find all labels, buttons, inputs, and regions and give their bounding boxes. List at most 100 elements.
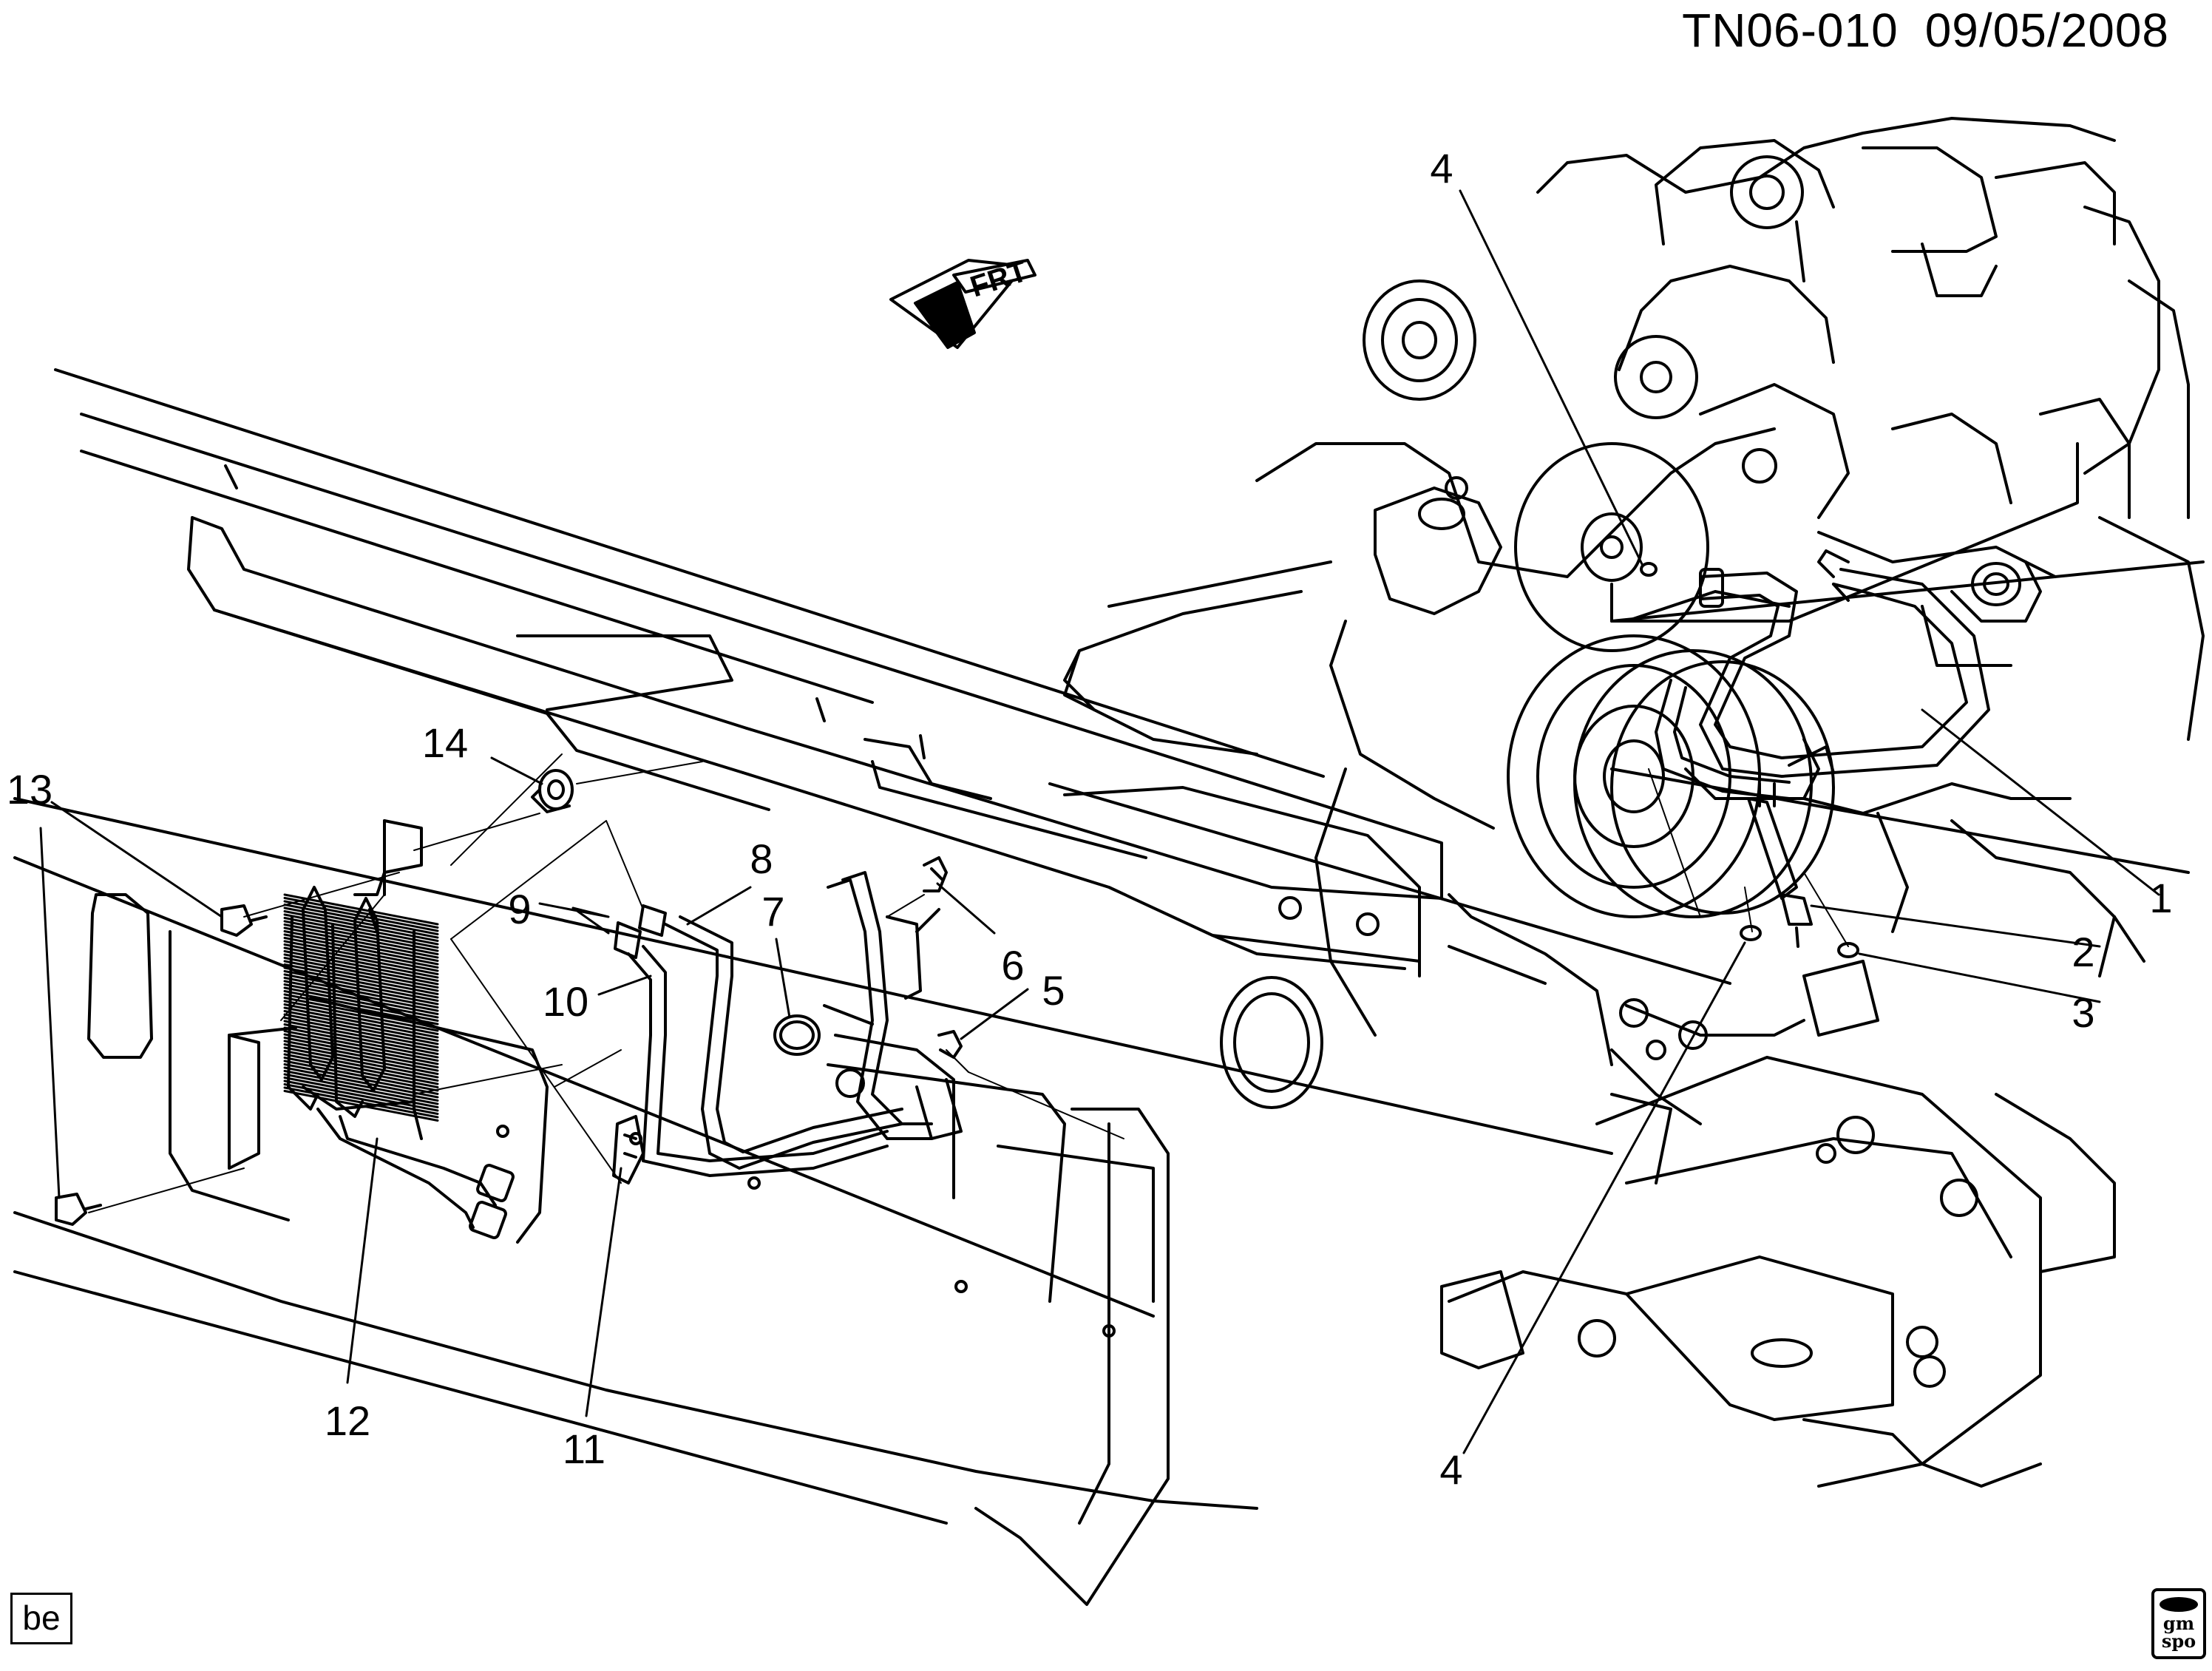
leader-13-lower xyxy=(39,827,61,1199)
cooler-fin xyxy=(283,897,439,929)
cooler-fin xyxy=(283,1020,439,1052)
callout-12: 12 xyxy=(324,1397,371,1444)
callout-13: 13 xyxy=(6,766,53,813)
leader-1 xyxy=(1921,708,2160,896)
boundary-line xyxy=(1107,560,1332,608)
cooler-fin xyxy=(283,904,439,935)
cooler-fin xyxy=(283,920,439,952)
leader-4-upper xyxy=(1459,189,1644,567)
callout-2: 2 xyxy=(2072,929,2095,975)
gm-spo-logo: gm spo xyxy=(2151,1588,2206,1659)
cooler-fin xyxy=(283,1030,439,1062)
leader-11 xyxy=(585,1167,622,1417)
leader-13-upper xyxy=(50,801,223,918)
callout-8: 8 xyxy=(750,836,773,882)
callout-5: 5 xyxy=(1042,967,1065,1014)
seal-part-4-lower xyxy=(1740,925,1762,941)
cooler-fin xyxy=(283,973,439,1006)
thermostat-housing xyxy=(1374,476,1502,615)
cooler-fin xyxy=(283,997,439,1028)
cooler-fin xyxy=(283,966,439,999)
cooler-fin xyxy=(283,1079,439,1112)
cooler-fin xyxy=(283,933,439,966)
bolt-part-13-upper xyxy=(220,904,268,937)
cooler-fin xyxy=(283,1063,439,1095)
leader-lines xyxy=(39,189,2160,1454)
leader-14 xyxy=(490,756,543,785)
radiator-support-panel xyxy=(13,797,1613,1525)
section-code-box: be xyxy=(10,1593,72,1644)
engine-mount xyxy=(1610,960,1879,1184)
cooler-fin xyxy=(283,1053,439,1085)
cooler-fin xyxy=(283,960,439,992)
leader-12 xyxy=(346,1137,379,1384)
cooler-line-part-8 xyxy=(638,904,903,1170)
cooler-fin xyxy=(283,940,439,972)
bolt-part-13-lower xyxy=(55,1193,102,1226)
callout-11: 11 xyxy=(562,1426,606,1472)
cooler-line-part-10 xyxy=(614,921,889,1177)
cooler-fin xyxy=(283,1023,439,1055)
callout-9: 9 xyxy=(508,886,532,932)
cooler-fin xyxy=(283,923,439,955)
cooler-fin xyxy=(283,977,439,1009)
water-pump-pulley xyxy=(1514,442,1709,652)
callout-14: 14 xyxy=(421,719,469,766)
crank-pulley xyxy=(1507,634,1835,918)
cooler-fin xyxy=(283,917,439,949)
leader-6 xyxy=(936,882,996,935)
cooler-fin xyxy=(283,1077,439,1108)
leader-5 xyxy=(960,988,1029,1040)
cooler-fin xyxy=(283,993,439,1026)
cooler-fin xyxy=(283,990,439,1022)
diagram-date: 09/05/2008 xyxy=(1924,4,2169,57)
leader-3 xyxy=(1858,952,2101,1003)
cooler-fin xyxy=(283,1006,439,1039)
seal-part-4-upper xyxy=(1640,562,1658,577)
cooler-fin xyxy=(283,930,439,962)
cooler-fin xyxy=(283,1040,439,1072)
detail-frame xyxy=(1610,442,2079,623)
callout-6: 6 xyxy=(1001,942,1025,989)
clip-part-5 xyxy=(937,1030,963,1059)
grommet-part-14 xyxy=(531,769,574,813)
return-hose xyxy=(1699,549,1990,778)
cooler-fin xyxy=(283,1003,439,1035)
cooler-fin xyxy=(283,946,439,979)
power-steering-pump xyxy=(1921,560,2042,667)
clip-part-6 xyxy=(923,856,948,892)
cooler-fin xyxy=(283,1017,439,1048)
diagram-code: TN06-010 xyxy=(1682,4,1899,57)
cooler-fin xyxy=(283,1013,439,1045)
cooler-fin xyxy=(283,963,439,995)
cooler-fin xyxy=(283,1046,439,1079)
fitting-part-2 xyxy=(1747,797,1813,948)
cooler-fin xyxy=(283,953,439,986)
diagram-header: TN06-010 09/05/2008 xyxy=(1682,3,2169,58)
front-direction-arrow: FRT xyxy=(889,255,1037,349)
seal-part-3 xyxy=(1837,942,1859,958)
gm-spo-logo-top: gm xyxy=(2162,1613,2195,1634)
cooler-fin xyxy=(283,950,439,982)
frame-crossmember xyxy=(54,368,1443,977)
cooler-fin xyxy=(283,1043,439,1075)
cooler-fin xyxy=(283,1073,439,1105)
gm-spo-logo-bottom: spo xyxy=(2161,1630,2196,1652)
gm-spo-logo-disc xyxy=(2160,1597,2198,1612)
cooler-fin xyxy=(283,900,439,932)
cooler-fin xyxy=(283,980,439,1012)
boundary-line xyxy=(1048,782,1731,985)
bracket-part-11 xyxy=(612,1115,645,1184)
clamp-part-7 xyxy=(773,1014,821,1056)
callout-4-lower: 4 xyxy=(1439,1446,1463,1493)
leader-7 xyxy=(775,938,791,1019)
callout-3: 3 xyxy=(2072,989,2095,1036)
cooler-fin xyxy=(283,937,439,969)
cooler-fin xyxy=(283,1000,439,1032)
leader-2 xyxy=(1810,904,2101,948)
cooler-fin xyxy=(283,893,439,926)
cooler-fin xyxy=(283,1083,439,1115)
cooler-fin xyxy=(283,1010,439,1042)
cooler-fin xyxy=(283,1060,439,1092)
suspension-frame xyxy=(1220,893,2116,1488)
